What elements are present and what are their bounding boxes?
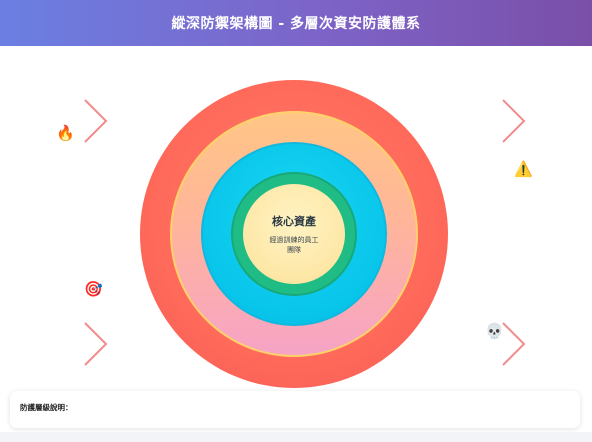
skull-icon: 💀 [485,322,504,340]
chevron-right-icon [502,322,526,366]
chevron-right-icon [84,99,108,143]
target-icon: 🎯 [84,280,103,298]
fire-icon: 🔥 [56,124,75,142]
core-asset-circle: 核心資產 經過訓練的員工團隊 [243,184,345,284]
page-footer-band [0,432,592,442]
legend-title: 防護層級說明： [20,403,73,412]
core-asset-subtitle: 經過訓練的員工團隊 [269,235,319,254]
warning-icon: ⚠️ [514,160,533,178]
header-bar: 縱深防禦架構圖 - 多層次資安防護體系 [0,0,592,46]
page-title: 縱深防禦架構圖 - 多層次資安防護體系 [171,16,421,32]
legend-panel: 防護層級說明： [10,391,580,428]
chevron-right-icon [502,99,526,143]
core-asset-title: 核心資產 [272,214,316,228]
diagram-stage: 核心資產 經過訓練的員工團隊 🔥 ⚠️ 🎯 💀 [0,46,592,390]
chevron-right-icon [84,322,108,366]
